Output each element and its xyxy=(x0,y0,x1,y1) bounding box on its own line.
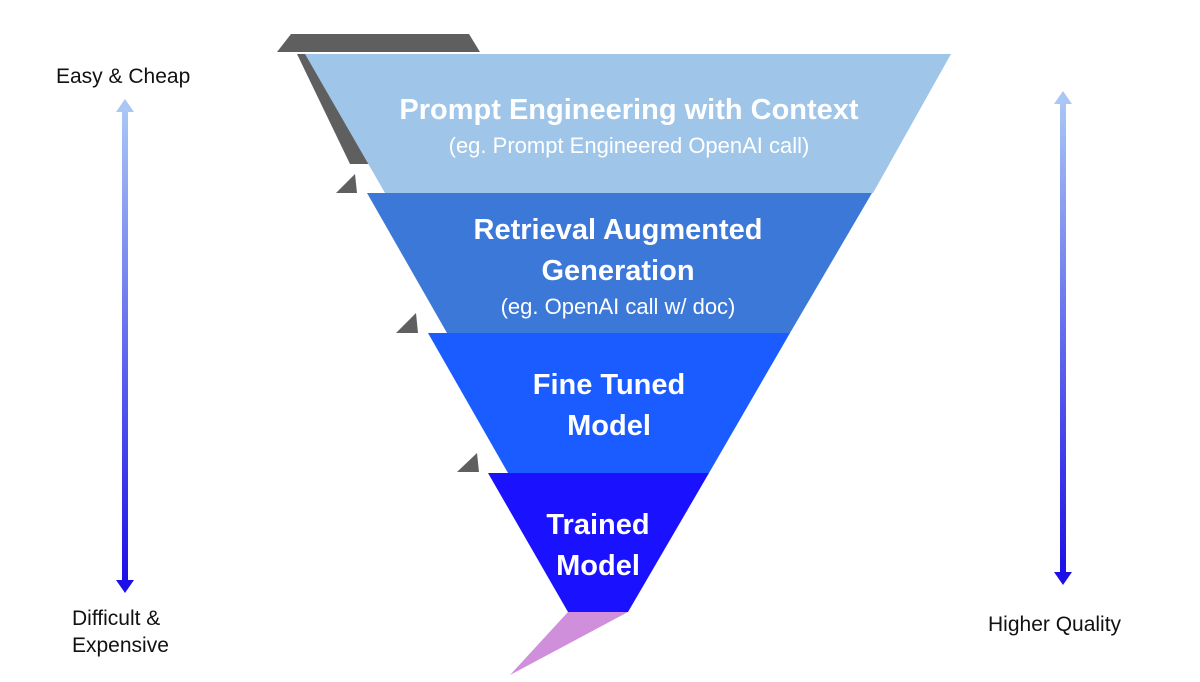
difficult-expensive-label: Difficult & Expensive xyxy=(72,605,169,659)
tier-title: Model xyxy=(556,550,640,582)
tier-subtitle: (eg. Prompt Engineered OpenAI call) xyxy=(449,133,810,158)
right-double-arrow xyxy=(1054,91,1072,585)
tier-title: Retrieval Augmented xyxy=(474,214,763,246)
arrow-down-head xyxy=(1054,572,1072,585)
tier-title: Model xyxy=(567,410,651,442)
higher-quality-label: Higher Quality xyxy=(988,613,1122,636)
tier-prompt-engineering xyxy=(305,54,951,193)
funnel-shadow-top xyxy=(277,34,480,52)
tier-title: Generation xyxy=(541,255,694,287)
tier-title: Fine Tuned xyxy=(533,369,686,401)
tier-title: Trained xyxy=(546,509,649,541)
funnel-shadow-notch-2 xyxy=(396,313,418,333)
arrow-up-head xyxy=(116,99,134,112)
tier-title: Prompt Engineering with Context xyxy=(399,94,859,126)
easy-cheap-label: Easy & Cheap xyxy=(56,65,191,88)
tier-retrieval-augmented-generation xyxy=(367,193,872,333)
difficult-expensive-line: Expensive xyxy=(72,634,169,657)
funnel-tip xyxy=(510,612,628,675)
tier-trained-model xyxy=(488,473,709,612)
funnel-shadow-notch-3 xyxy=(457,453,479,472)
tier-fine-tuned-model xyxy=(428,333,790,473)
difficult-expensive-line: Difficult & xyxy=(72,607,161,630)
left-double-arrow xyxy=(116,99,134,593)
funnel-shadow-notch-1 xyxy=(336,174,357,193)
arrow-up-head xyxy=(1054,91,1072,104)
tier-subtitle: (eg. OpenAI call w/ doc) xyxy=(501,294,736,319)
arrow-down-head xyxy=(116,580,134,593)
